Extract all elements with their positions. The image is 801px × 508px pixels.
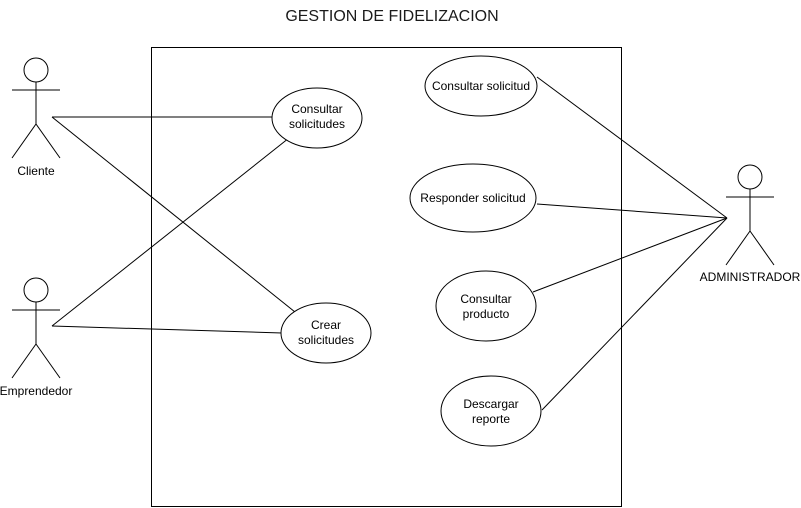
use-case-label-line1: Consultar — [291, 102, 342, 116]
use-case-ellipse — [424, 55, 538, 117]
actor-label: Cliente — [17, 164, 55, 178]
actor-head — [737, 164, 763, 190]
actor-right-leg — [35, 123, 61, 159]
diagram-title: GESTION DE FIDELIZACION — [285, 8, 498, 25]
association-emprendedor-consultar-solicitudes — [51, 137, 290, 327]
actor-right-leg — [35, 343, 61, 379]
use-case-consultar-producto: Consultar producto — [435, 270, 537, 342]
use-case-label-line1: Consultar — [460, 292, 511, 306]
association-emprendedor-crear-solicitudes — [51, 325, 283, 334]
actor-left-leg — [11, 343, 37, 379]
use-case-label-line2: solicitudes — [298, 333, 354, 347]
use-case-label-line1: Descargar — [463, 397, 518, 411]
association-admin-consultar-solicitud — [536, 76, 728, 219]
actor-head — [23, 277, 49, 303]
use-case-consultar-solicitudes: Consultar solicitudes — [271, 87, 363, 149]
use-case-ellipse — [435, 270, 537, 342]
use-case-responder-solicitud: Responder solicitud — [409, 163, 537, 233]
use-case-label-line1: Responder solicitud — [420, 191, 525, 205]
associations — [51, 76, 728, 411]
actor-left-leg — [725, 230, 751, 266]
use-case-crear-solicitudes: Crear solicitudes — [280, 302, 372, 364]
actor-head — [23, 57, 49, 83]
actor-right-leg — [749, 230, 775, 266]
actor-left-leg — [11, 123, 37, 159]
use-case-label-line1: Crear — [311, 318, 341, 332]
use-case-label-line2: solicitudes — [289, 117, 345, 131]
use-case-ellipse — [440, 375, 542, 447]
use-case-descargar-reporte: Descargar reporte — [440, 375, 542, 447]
use-case-ellipse — [409, 163, 537, 233]
association-admin-descargar-reporte — [541, 217, 728, 411]
use-case-ellipse — [271, 87, 363, 149]
actor-label: ADMINISTRADOR — [700, 270, 801, 284]
actor-label: Emprendedor — [0, 384, 72, 398]
use-case-label-line1: Consultar solicitud — [432, 79, 530, 93]
use-case-label-line2: producto — [463, 307, 510, 321]
use-case-label-line2: reporte — [472, 412, 510, 426]
association-admin-consultar-producto — [532, 217, 728, 293]
use-case-consultar-solicitud: Consultar solicitud — [424, 55, 538, 117]
actor-cliente: Cliente — [11, 57, 61, 178]
actor-administrador: ADMINISTRADOR — [700, 164, 801, 284]
association-cliente-crear-solicitudes — [51, 116, 296, 313]
use-case-ellipse — [280, 302, 372, 364]
association-admin-responder-solicitud — [536, 203, 728, 219]
actor-emprendedor: Emprendedor — [0, 277, 72, 398]
system-boundary — [151, 47, 622, 507]
